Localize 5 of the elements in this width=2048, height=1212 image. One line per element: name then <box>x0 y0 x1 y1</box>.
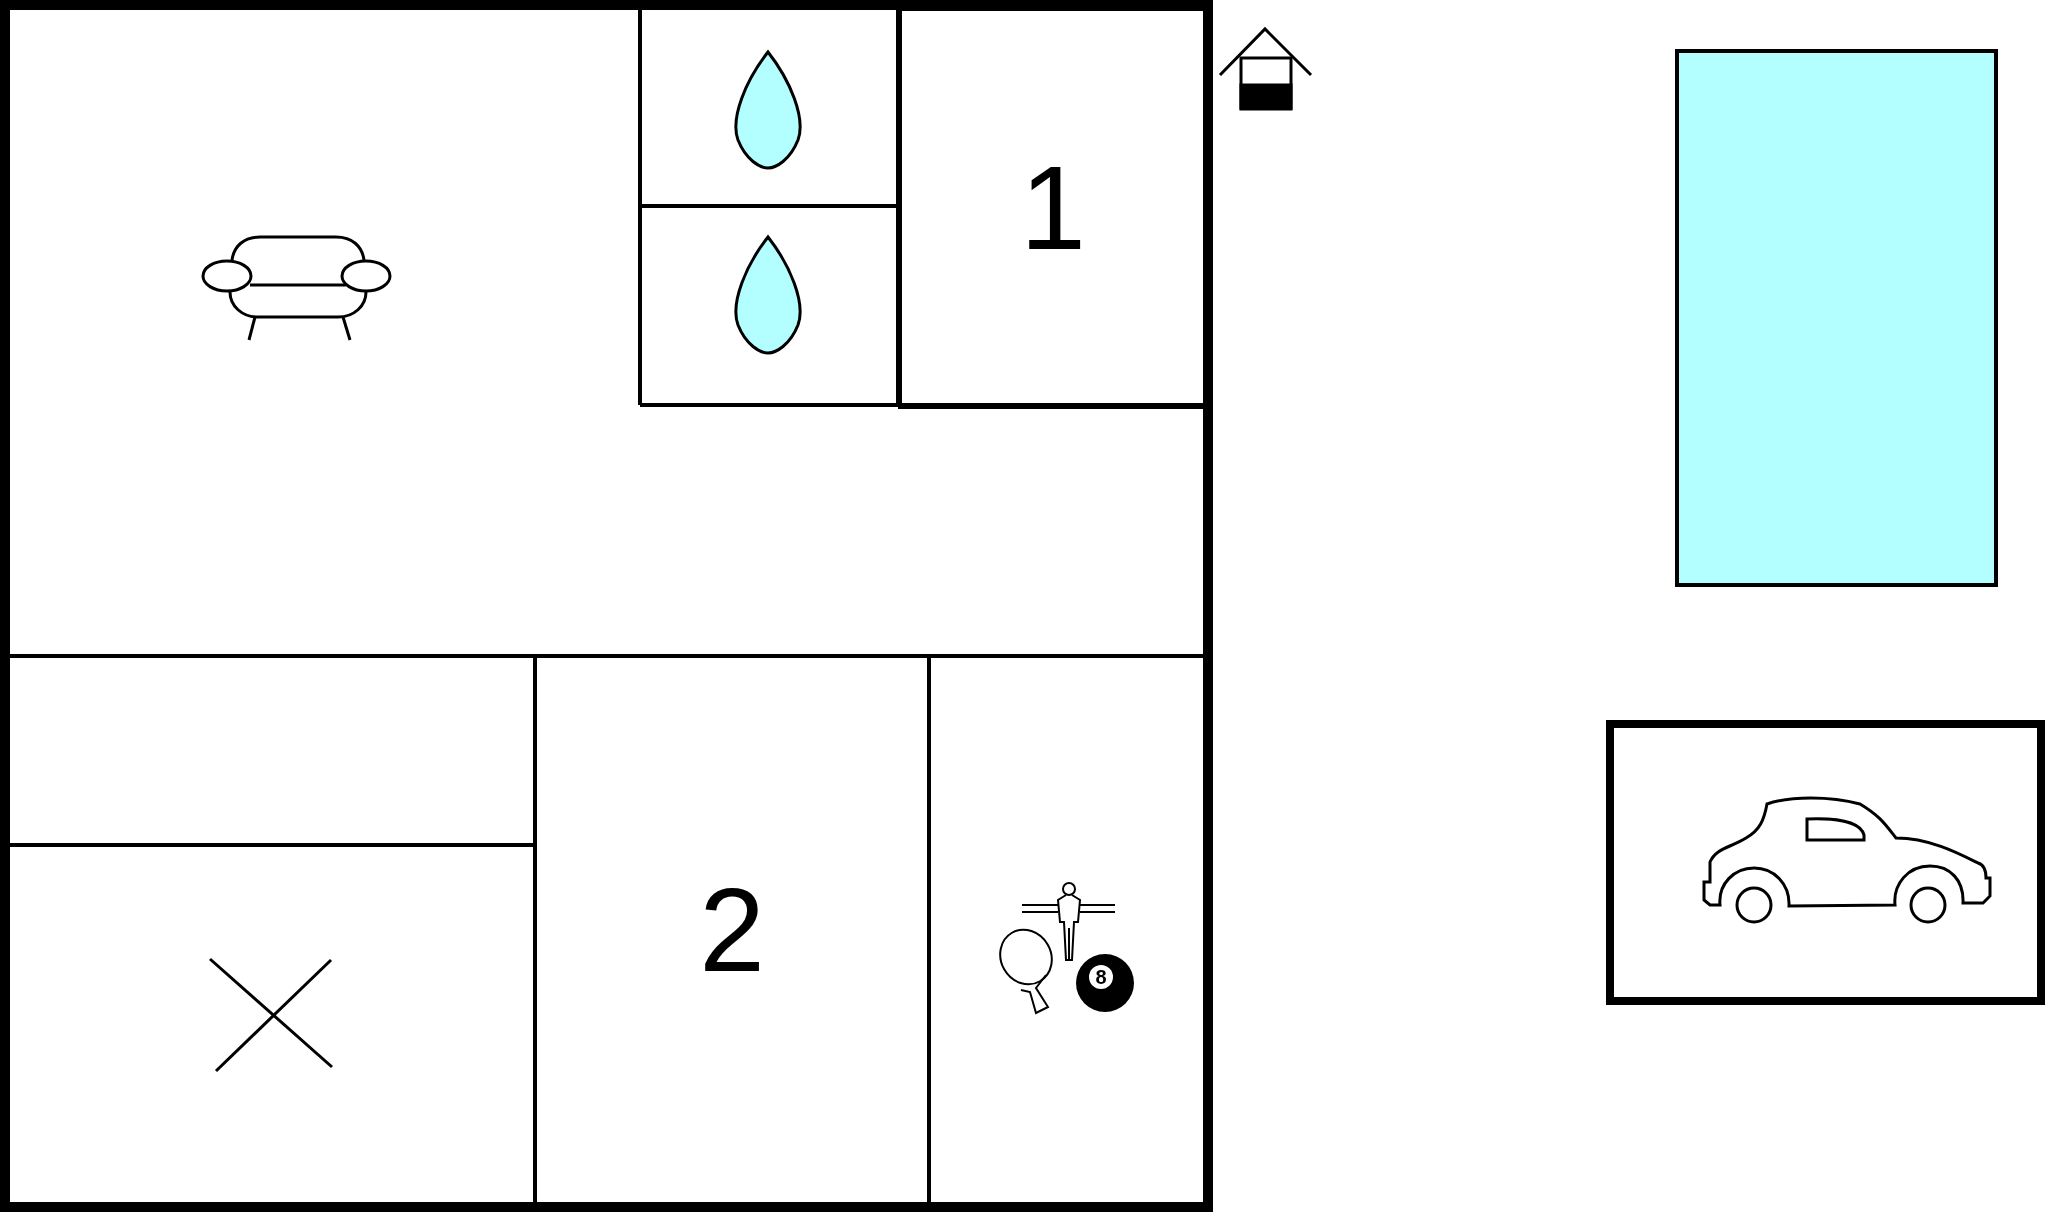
room-number: 1 <box>1020 149 1086 267</box>
ball-number: 8 <box>1095 967 1107 987</box>
swimming-pool <box>1675 49 1998 587</box>
room-number: 2 <box>699 871 765 989</box>
garage <box>1606 720 2045 1005</box>
